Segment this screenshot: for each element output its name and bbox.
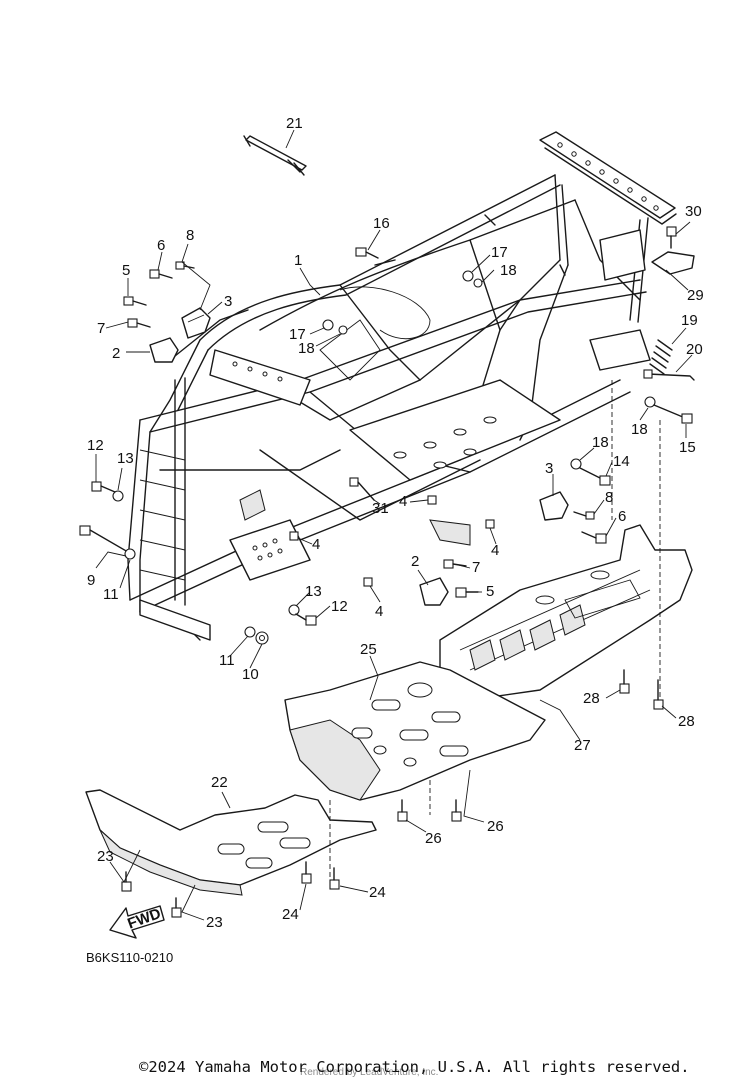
callout-8: 8 — [605, 489, 613, 506]
callout-12: 12 — [331, 598, 348, 615]
callout-16: 16 — [373, 215, 390, 232]
callout-17: 17 — [491, 244, 508, 261]
part-3-bracket-upper — [181, 307, 211, 339]
callout-28: 28 — [678, 713, 695, 730]
callout-4: 4 — [399, 493, 407, 510]
callout-22: 22 — [211, 774, 228, 791]
callout-4: 4 — [491, 542, 499, 559]
part-3-bracket-lower — [539, 491, 569, 521]
copyright-notice: ©2024 Yamaha Motor Corporation, U.S.A. A… — [139, 1058, 690, 1076]
callout-4: 4 — [375, 603, 383, 620]
callout-14: 14 — [613, 453, 630, 470]
callout-26: 26 — [425, 830, 442, 847]
callout-1: 1 — [294, 252, 302, 269]
callout-2: 2 — [411, 553, 419, 570]
callout-11: 11 — [219, 652, 235, 669]
callout-23: 23 — [206, 914, 223, 931]
callout-3: 3 — [224, 293, 232, 310]
part-2-bracket-upper — [149, 337, 179, 363]
callout-26: 26 — [487, 818, 504, 835]
callout-28: 28 — [583, 690, 600, 707]
callout-13: 13 — [305, 583, 322, 600]
callout-18: 18 — [631, 421, 648, 438]
callout-27: 27 — [574, 737, 591, 754]
callout-19: 19 — [681, 312, 698, 329]
callout-7: 7 — [472, 559, 480, 576]
callout-13: 13 — [117, 450, 134, 467]
callout-5: 5 — [122, 262, 130, 279]
callout-9: 9 — [87, 572, 95, 589]
part-22-front-skid-plate — [85, 789, 377, 896]
callout-8: 8 — [186, 227, 194, 244]
callout-12: 12 — [87, 437, 104, 454]
callout-6: 6 — [618, 508, 626, 525]
render-watermark: Rendered by LeadVenture, Inc. — [300, 1067, 439, 1078]
callout-23: 23 — [97, 848, 114, 865]
callout-18: 18 — [592, 434, 609, 451]
fwd-arrow: FWD — [109, 905, 165, 939]
part-25-middle-skid-plate — [284, 661, 546, 801]
callout-labels: 21 16 1 30 17 18 29 6 8 5 3 7 2 17 18 19… — [87, 115, 704, 931]
callout-30: 30 — [685, 203, 702, 220]
callout-18: 18 — [298, 340, 315, 357]
part-1-main-frame — [127, 131, 677, 641]
alignment-lines — [329, 380, 661, 880]
callout-15: 15 — [679, 439, 696, 456]
callout-5: 5 — [486, 583, 494, 600]
callout-10: 10 — [242, 666, 259, 683]
callout-4: 4 — [312, 536, 320, 553]
callout-2: 2 — [112, 345, 120, 362]
callout-7: 7 — [97, 320, 105, 337]
callout-6: 6 — [157, 237, 165, 254]
part-27-rear-skid-plate — [439, 524, 693, 701]
callout-31: 31 — [372, 500, 389, 517]
callout-29: 29 — [687, 287, 704, 304]
fwd-label: FWD — [125, 905, 163, 933]
callout-25: 25 — [360, 641, 377, 658]
diagram-reference-code: B6KS110-0210 — [86, 950, 174, 965]
part-2-bracket-lower — [419, 577, 449, 606]
callout-18: 18 — [500, 262, 517, 279]
callout-21: 21 — [286, 115, 303, 132]
leader-lines — [95, 129, 693, 921]
callout-11: 11 — [103, 586, 119, 603]
callout-20: 20 — [686, 341, 703, 358]
part-21-rod — [243, 135, 307, 176]
callout-24: 24 — [282, 906, 299, 923]
callout-17: 17 — [289, 326, 306, 343]
callout-24: 24 — [369, 884, 386, 901]
callout-3: 3 — [545, 460, 553, 477]
